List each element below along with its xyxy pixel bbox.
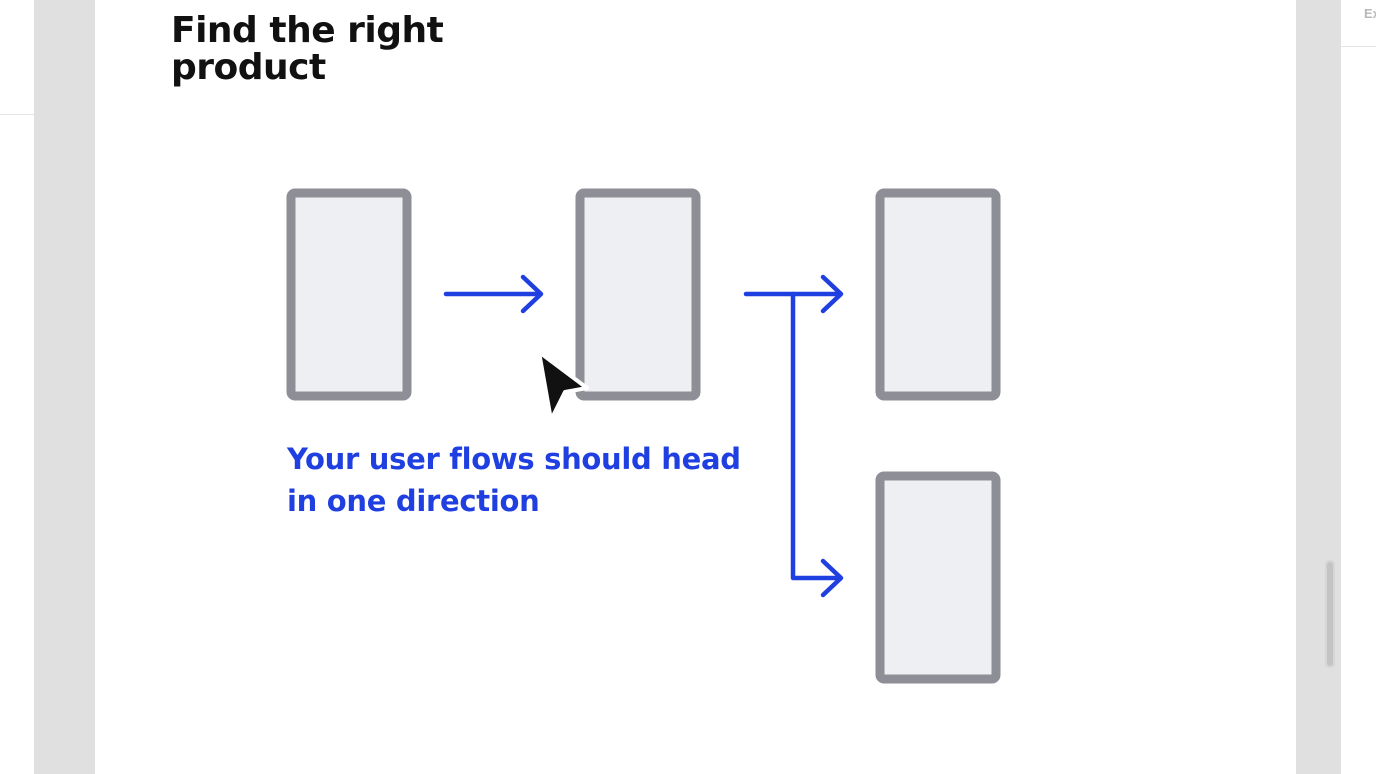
left-panel-divider xyxy=(0,114,34,115)
canvas-gutter-left xyxy=(34,0,95,774)
vertical-scrollbar-thumb[interactable] xyxy=(1325,560,1335,668)
screen-2[interactable] xyxy=(575,188,701,401)
arrow-1-to-2 xyxy=(443,274,544,314)
right-panel: Ex xyxy=(1341,0,1376,774)
branch-arrow xyxy=(743,274,844,598)
left-panel-edge xyxy=(0,0,34,774)
screen-4[interactable] xyxy=(875,471,1001,684)
slide-caption[interactable]: Your user flows should head in one direc… xyxy=(287,442,741,518)
slide-title[interactable]: Find the right product xyxy=(171,10,444,88)
mouse-cursor-icon xyxy=(537,350,589,422)
flow-diagram xyxy=(286,188,1001,684)
slide-canvas[interactable]: Find the right product Your user flows s… xyxy=(95,0,1296,774)
right-panel-label[interactable]: Ex xyxy=(1364,6,1376,21)
screen-3[interactable] xyxy=(875,188,1001,401)
screen-1[interactable] xyxy=(286,188,412,401)
right-panel-divider xyxy=(1341,46,1376,47)
